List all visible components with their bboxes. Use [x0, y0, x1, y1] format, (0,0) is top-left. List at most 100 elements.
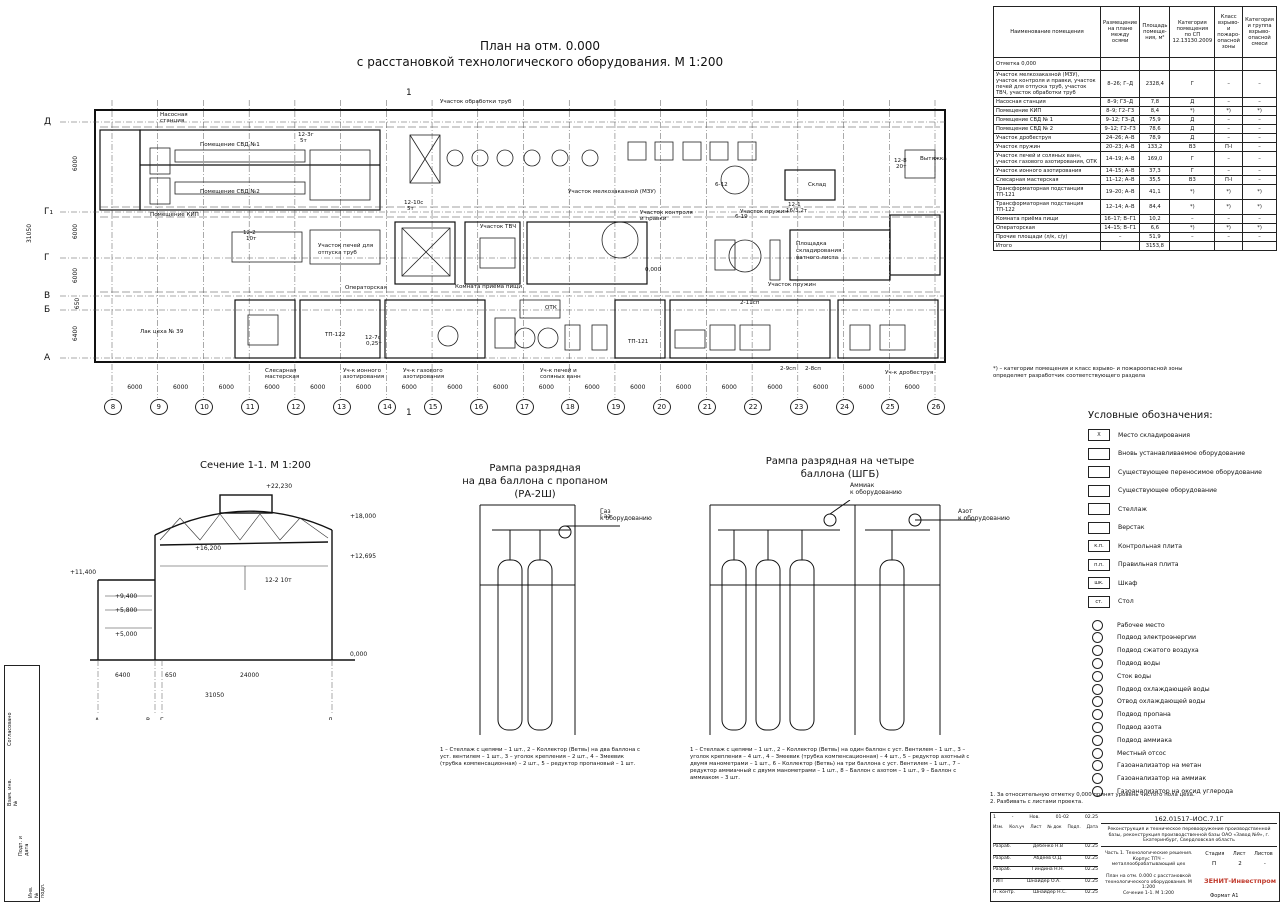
table-cell [1169, 57, 1216, 71]
rev-head: Изм. Кол.уч Лист № док Подп. Дата [993, 825, 1098, 830]
mark-label: +5,800 [115, 607, 137, 614]
table-cell: 8,4 [1139, 106, 1171, 116]
dim-label: 6400 [72, 325, 80, 342]
table-cell: Операторская [993, 223, 1101, 233]
svg-text:Участок обработки труб: Участок обработки труб [440, 99, 512, 105]
table-cell: 10,2 [1139, 214, 1171, 224]
table-cell: Д [1169, 133, 1216, 143]
legend-label: Подвод электроэнергии [1117, 634, 1197, 642]
legend-item: п.п.Правильная плита [1088, 558, 1179, 572]
table-cell: 16–17; В–Г1 [1099, 214, 1141, 224]
table-cell: Итого [993, 241, 1101, 251]
svg-text:Уч-к печей и: Уч-к печей и [540, 367, 577, 374]
table-cell: – [1242, 175, 1277, 185]
sheet-format: Формат А1 [1210, 893, 1239, 899]
dim-label: 6000 [72, 155, 80, 172]
svg-text:6-12: 6-12 [715, 182, 728, 188]
section-mark-top: 1 [406, 88, 412, 98]
table-cell: 78,9 [1139, 133, 1171, 143]
svg-text:ватного листа: ватного листа [796, 255, 838, 261]
ramp2-lead-ammonia: Аммиак к оборудованию [850, 482, 902, 496]
signature-cell: Дебёнко Н.В [1032, 844, 1064, 849]
table-cell: 169,0 [1139, 151, 1171, 167]
rev-row: 1 - Нов. 01-02 02.25 [993, 815, 1098, 820]
section-drawing: +22,230 +18,000 +16,200 +12,695 +11,400 … [70, 483, 376, 720]
svg-text:Слесарная: Слесарная [265, 368, 296, 374]
stage-values: П 2 - [1201, 861, 1277, 867]
legend-circle-icon [1092, 785, 1103, 797]
legend-circle-icon [1092, 734, 1103, 746]
table-cell: Участок печей и соляных ванн, участок га… [993, 151, 1101, 167]
table-cell: 14–19; А–В [1099, 151, 1141, 167]
svg-text:ТП-122: ТП-122 [324, 332, 345, 338]
svg-text:Участок печей для: Участок печей для [318, 242, 373, 249]
signature-cell: Разраб. [993, 844, 1012, 849]
dim-label: 6000 [538, 384, 554, 391]
table-cell [1242, 57, 1277, 71]
table-cell: 3153,8 [1139, 241, 1171, 251]
svg-text:Насосная: Насосная [160, 112, 188, 118]
col-header: Наименование помещения [993, 6, 1101, 58]
table-cell: – [1214, 151, 1244, 167]
table-cell: – [1242, 115, 1277, 125]
table-cell [1242, 241, 1277, 251]
svg-text:и правки: и правки [640, 216, 667, 222]
dim-label: 6000 [767, 384, 783, 391]
col-header: Площадь помеще-ния, м² [1139, 6, 1171, 58]
table-cell: 2328,4 [1139, 70, 1171, 98]
table-cell: Г [1169, 151, 1216, 167]
svg-text:станция: станция [160, 118, 184, 124]
table-cell: П-I [1214, 175, 1244, 185]
table-cell: 133,2 [1139, 142, 1171, 152]
table-cell: 12–14; А–В [1099, 199, 1141, 215]
legend-symbol [1088, 503, 1110, 515]
dim-total: 31050 [26, 223, 34, 244]
svg-text:12-1: 12-1 [788, 202, 801, 208]
mark-label: 0,000 [350, 651, 367, 658]
table-cell: Участок дробеструя [993, 133, 1101, 143]
table-cell: – [1242, 142, 1277, 152]
rev-cell: 01-02 [1055, 815, 1069, 820]
legend-item: Подвод электроэнергии [1088, 631, 1196, 645]
axis-col-label: 13 [332, 399, 351, 415]
dim-label: 6400 [115, 672, 130, 679]
axis-col-label: 21 [698, 399, 717, 415]
side-stamp: Согласовано Взам. инв. № Подп. и дата Ин… [4, 665, 46, 902]
table-cell: Прочие площади (л/к, с/у) [993, 232, 1101, 242]
svg-text:Помещение СВД №1: Помещение СВД №1 [200, 142, 260, 148]
rev-head-cell: № док [1047, 825, 1062, 830]
signature-cell: Разраб. [993, 867, 1012, 872]
svg-text:Уч-к газового: Уч-к газового [403, 368, 443, 374]
svg-text:12-8: 12-8 [894, 158, 907, 164]
svg-text:Участок ТВЧ: Участок ТВЧ [480, 224, 516, 230]
dim-label: 6000 [630, 384, 646, 391]
table-cell: *) [1214, 223, 1244, 233]
legend-label: Газоанализатор на аммиак [1117, 775, 1207, 783]
svg-text:12-3г: 12-3г [298, 132, 314, 138]
svg-text:Уч-к ионного: Уч-к ионного [343, 368, 382, 374]
ramp2-drawing [709, 500, 975, 735]
legend-circle-icon [1092, 632, 1103, 644]
rev-cell: 1 [993, 815, 996, 820]
legend-label: Существующее переносимое оборудование [1118, 468, 1262, 476]
table-cell: *) [1169, 223, 1216, 233]
table-cell: – [1242, 232, 1277, 242]
legend-label: Газоанализатор на метан [1117, 762, 1202, 770]
legend-symbol [1088, 466, 1110, 478]
legend-symbol: п.п. [1088, 558, 1110, 571]
svg-text:Лак цеха № 39: Лак цеха № 39 [140, 329, 184, 335]
signature-row: Н. контр.Шнайдер Н.С.02.25 [993, 889, 1098, 901]
rev-head-cell: Кол.уч [1009, 825, 1025, 830]
dim-label: 31050 [205, 692, 224, 699]
rooms-table: Наименование помещения Размещение на пла… [993, 6, 1277, 251]
legend-label: Шкаф [1118, 579, 1138, 587]
table-cell: – [1099, 232, 1141, 242]
table-cell: Помещение КИП [993, 106, 1101, 116]
